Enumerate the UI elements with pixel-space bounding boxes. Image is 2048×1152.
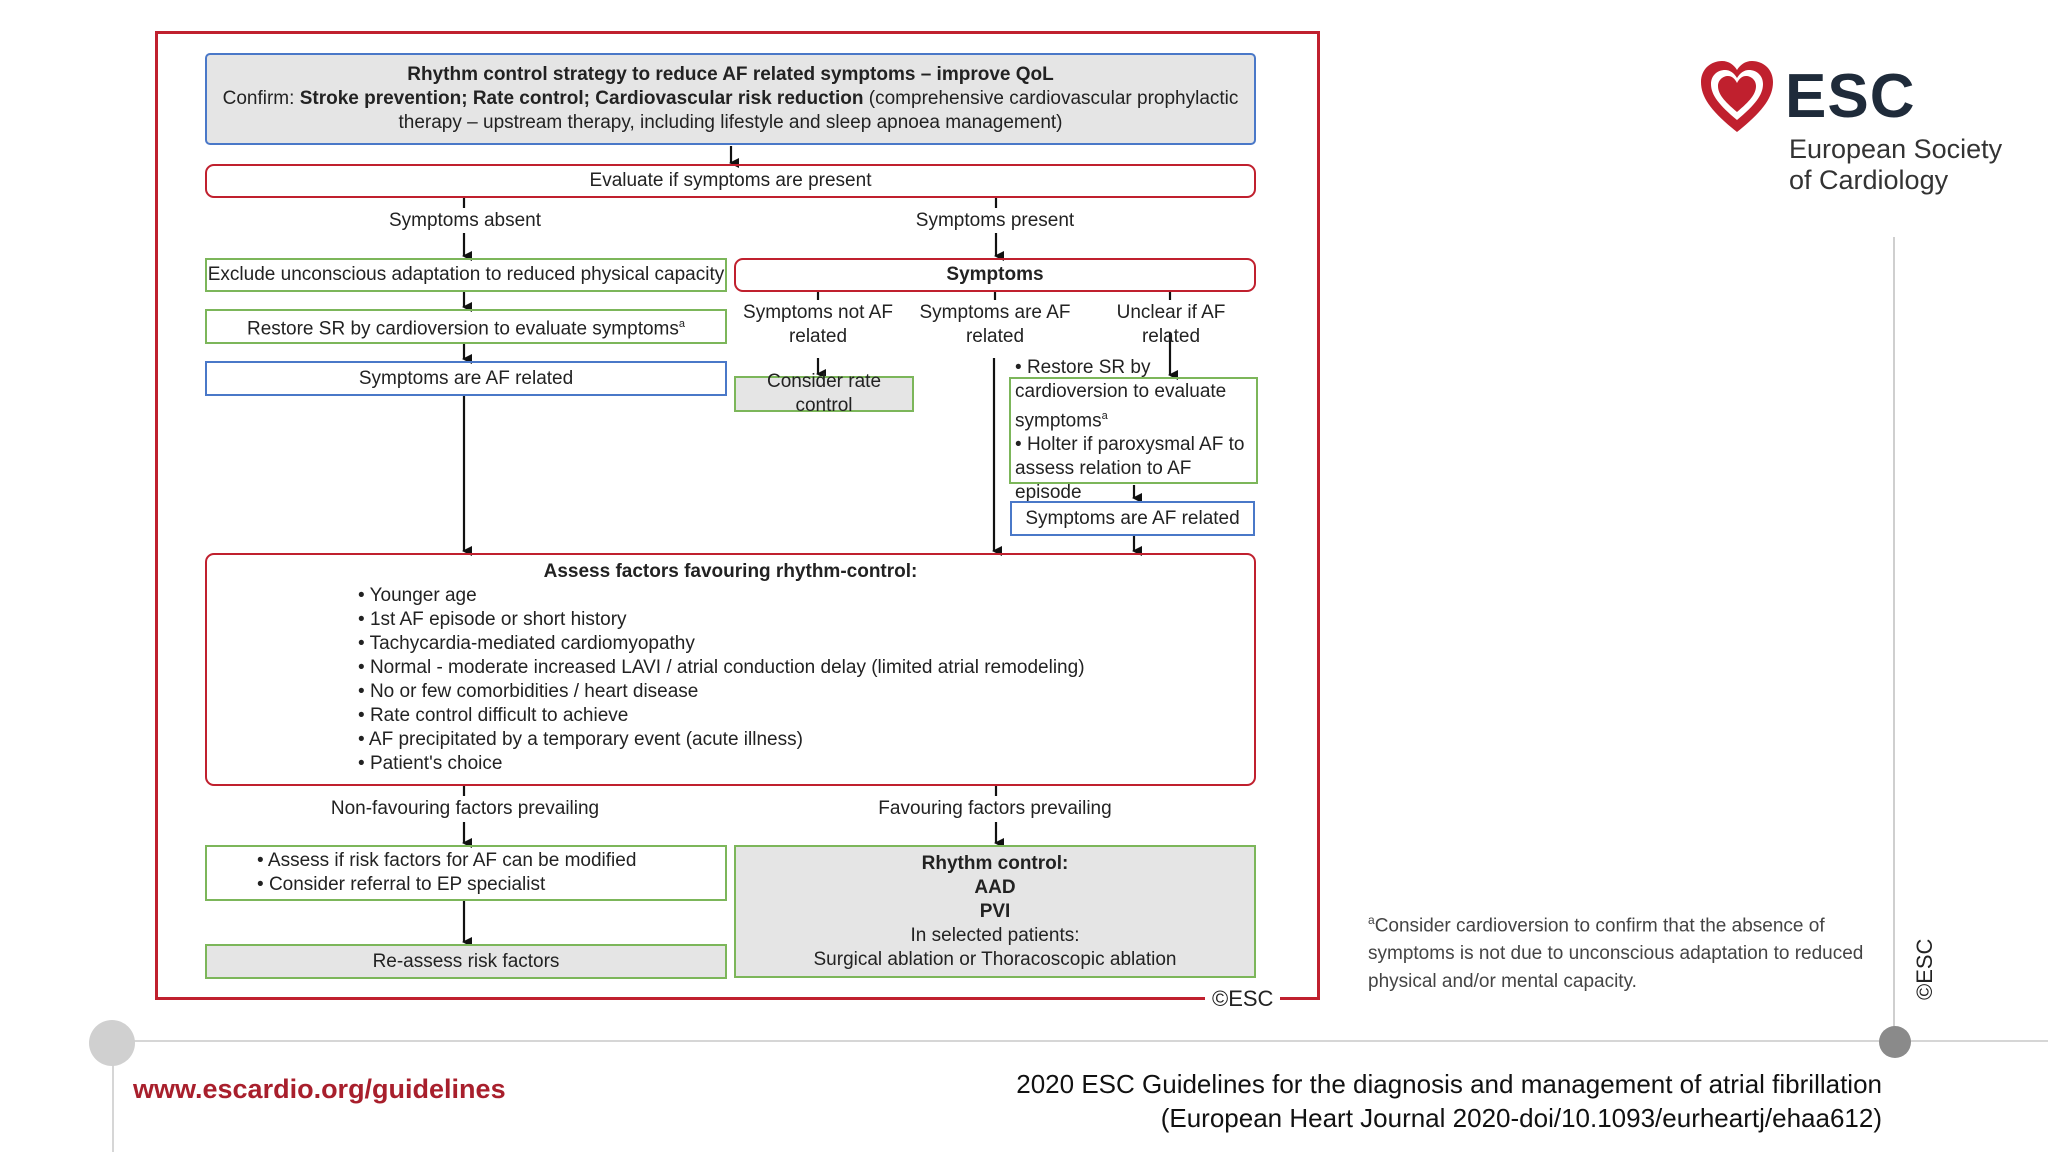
assess-risk-item: Assess if risk factors for AF can be mod… <box>257 849 637 873</box>
symptoms-present-label: Symptoms present <box>915 210 1075 231</box>
strategy-box: Rhythm control strategy to reduce AF rel… <box>205 53 1256 145</box>
logo-line2: of Cardiology <box>1789 165 1949 195</box>
assess-item: Normal - moderate increased LAVI / atria… <box>358 656 1085 680</box>
strategy-confirm: Confirm: Stroke prevention; Rate control… <box>222 88 1239 109</box>
restore-holter-box: Restore SR by cardioversion to evaluate … <box>1009 357 1258 503</box>
rhythm-control-title: Rhythm control: <box>921 852 1069 874</box>
reassess-box: Re-assess risk factors <box>205 944 727 979</box>
favouring-label: Favouring factors prevailing <box>878 798 1112 819</box>
footer-left-rule <box>112 1042 114 1152</box>
assess-title: Assess factors favouring rhythm-control: <box>543 561 918 582</box>
assess-item: Patient's choice <box>358 752 1085 776</box>
assess-item: Younger age <box>358 584 1085 608</box>
exclude-box: Exclude unconscious adaptation to reduce… <box>205 258 727 292</box>
diagram-copyright: ©ESC <box>1205 985 1281 1013</box>
footer-right-dot <box>1879 1026 1911 1058</box>
restore-sr-box: Restore SR by cardioversion to evaluate … <box>205 309 727 344</box>
rhythm-control-aad: AAD <box>974 876 1016 898</box>
assess-list: Younger age 1st AF episode or short hist… <box>358 584 1085 776</box>
strategy-title: Rhythm control strategy to reduce AF rel… <box>407 64 1054 85</box>
footnote: aConsider cardioversion to confirm that … <box>1368 913 1864 993</box>
assess-risk-list: Assess if risk factors for AF can be mod… <box>257 849 637 897</box>
assess-item: No or few comorbidities / heart disease <box>358 680 1085 704</box>
logo-acronym: ESC <box>1785 62 1916 131</box>
footer-left-dot <box>89 1020 135 1066</box>
restore-holter-item-1: Restore SR by cardioversion to evaluate … <box>1015 356 1256 433</box>
assess-item: Tachycardia-mediated cardiomyopathy <box>358 632 1085 656</box>
af-related-left-box: Symptoms are AF related <box>205 361 727 396</box>
right-divider <box>1893 237 1895 1041</box>
unclear-label: Unclear if AF related <box>1116 302 1226 347</box>
restore-holter-list: Restore SR by cardioversion to evaluate … <box>1015 356 1256 505</box>
rhythm-control-box: Rhythm control: AAD PVI In selected pati… <box>734 845 1256 978</box>
citation-line1: 2020 ESC Guidelines for the diagnosis an… <box>1016 1069 1882 1099</box>
restore-holter-item-2: Holter if paroxysmal AF to assess relati… <box>1015 433 1256 505</box>
rate-control-box: Consider rate control <box>734 371 914 416</box>
symptoms-absent-label: Symptoms absent <box>388 210 542 231</box>
assess-item: 1st AF episode or short history <box>358 608 1085 632</box>
guidelines-link[interactable]: www.escardio.org/guidelines <box>133 1074 506 1104</box>
symptoms-header-box: Symptoms <box>734 258 1256 292</box>
not-af-related-label: Symptoms not AF related <box>743 302 893 347</box>
assess-risk-item: Consider referral to EP specialist <box>257 873 636 897</box>
assess-risk-box: Assess if risk factors for AF can be mod… <box>205 845 727 901</box>
esc-heart-logo-icon <box>1698 58 1776 136</box>
logo-line1: European Society <box>1789 134 2003 164</box>
side-copyright: ©ESC <box>1912 938 1937 1000</box>
footer-divider <box>112 1040 2048 1042</box>
assess-item: Rate control difficult to achieve <box>358 704 1085 728</box>
assess-box: Assess factors favouring rhythm-control:… <box>205 553 1256 786</box>
assess-item: AF precipitated by a temporary event (ac… <box>358 728 1085 752</box>
are-af-related-label: Symptoms are AF related <box>919 302 1071 347</box>
rhythm-control-pvi: PVI <box>979 900 1011 922</box>
evaluate-box: Evaluate if symptoms are present <box>205 164 1256 198</box>
rhythm-control-surgical: Surgical ablation or Thoracoscopic ablat… <box>813 948 1177 970</box>
rhythm-control-selected: In selected patients: <box>910 924 1080 946</box>
af-related-right-box: Symptoms are AF related <box>1010 501 1255 536</box>
diagram-frame <box>155 31 1320 1000</box>
non-favouring-label: Non-favouring factors prevailing <box>330 798 600 819</box>
strategy-line3: therapy – upstream therapy, including li… <box>398 112 1063 133</box>
citation-line2: (European Heart Journal 2020-doi/10.1093… <box>1160 1103 1882 1133</box>
